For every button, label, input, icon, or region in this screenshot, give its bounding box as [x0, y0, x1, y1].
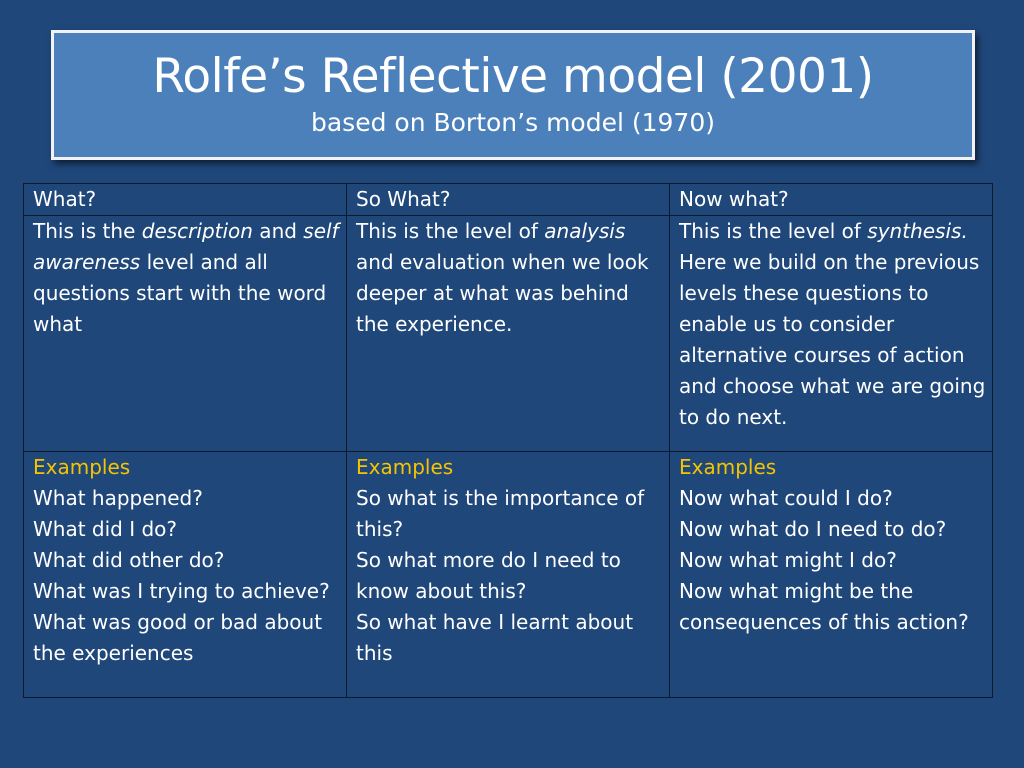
- example-question: Now what do I need to do?: [679, 517, 947, 541]
- description-now-what: This is the level of synthesis. Here we …: [669, 215, 993, 452]
- description-so-what: This is the level of analysis and evalua…: [346, 215, 670, 452]
- table-header-row: What? So What? Now what?: [23, 183, 993, 216]
- examples-row: Examples What happened? What did I do? W…: [23, 451, 993, 698]
- header-what: What?: [23, 183, 347, 216]
- example-question: So what is the importance of this?: [356, 486, 645, 541]
- examples-label: Examples: [33, 455, 131, 479]
- description-what: This is the description and self awarene…: [23, 215, 347, 452]
- examples-what: Examples What happened? What did I do? W…: [23, 451, 347, 698]
- examples-now-what: Examples Now what could I do? Now what d…: [669, 451, 993, 698]
- example-question: So what have I learnt about this: [356, 610, 634, 665]
- example-question: Now what might I do?: [679, 548, 897, 572]
- example-question: What did other do?: [33, 548, 225, 572]
- examples-so-what: Examples So what is the importance of th…: [346, 451, 670, 698]
- example-question: What happened?: [33, 486, 203, 510]
- example-question: Now what could I do?: [679, 486, 893, 510]
- slide-subtitle: based on Borton’s model (1970): [310, 108, 715, 137]
- example-question: So what more do I need to know about thi…: [356, 548, 621, 603]
- header-so-what: So What?: [346, 183, 670, 216]
- example-question: What was good or bad about the experienc…: [33, 610, 323, 665]
- examples-label: Examples: [679, 455, 777, 479]
- title-box: Rolfe’s Reflective model (2001) based on…: [51, 30, 975, 160]
- example-question: What was I trying to achieve?: [33, 579, 330, 603]
- example-question: Now what might be the consequences of th…: [679, 579, 969, 634]
- rolfe-model-table: What? So What? Now what? This is the des…: [23, 183, 993, 698]
- header-now-what: Now what?: [669, 183, 993, 216]
- slide-title: Rolfe’s Reflective model (2001): [152, 49, 874, 104]
- description-row: This is the description and self awarene…: [23, 215, 993, 452]
- example-question: What did I do?: [33, 517, 178, 541]
- examples-label: Examples: [356, 455, 454, 479]
